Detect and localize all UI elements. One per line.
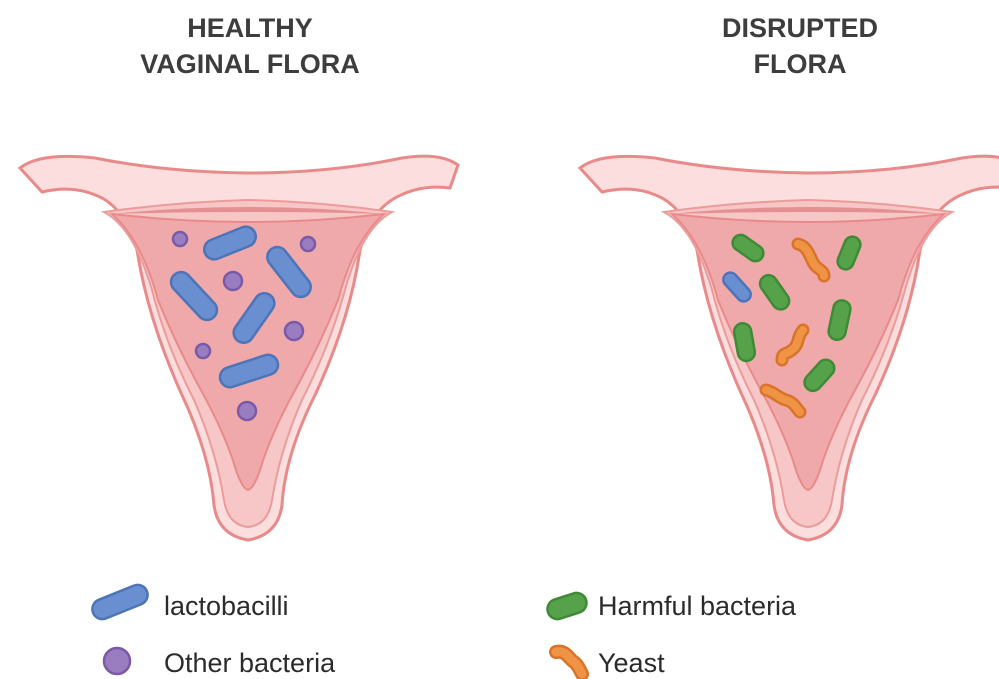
yeast-legend-icon <box>556 652 582 674</box>
legend-other-bacteria-label: Other bacteria <box>164 647 335 679</box>
other-bacteria-legend-icon <box>104 648 130 674</box>
other-bacterium <box>196 344 210 358</box>
other-bacterium <box>301 237 315 251</box>
other-bacterium <box>238 402 256 420</box>
healthy-uterus-illustration <box>20 156 458 540</box>
legend-yeast-label: Yeast <box>598 647 665 679</box>
harmful-bacteria-legend-icon <box>545 590 589 621</box>
lactobacilli-legend-icon <box>89 582 150 622</box>
other-bacterium <box>285 322 303 340</box>
legend-harmful-bacteria-label: Harmful bacteria <box>598 590 796 622</box>
other-bacterium <box>224 272 242 290</box>
legend-lactobacilli-label: lactobacilli <box>164 590 289 622</box>
other-bacterium <box>173 232 187 246</box>
